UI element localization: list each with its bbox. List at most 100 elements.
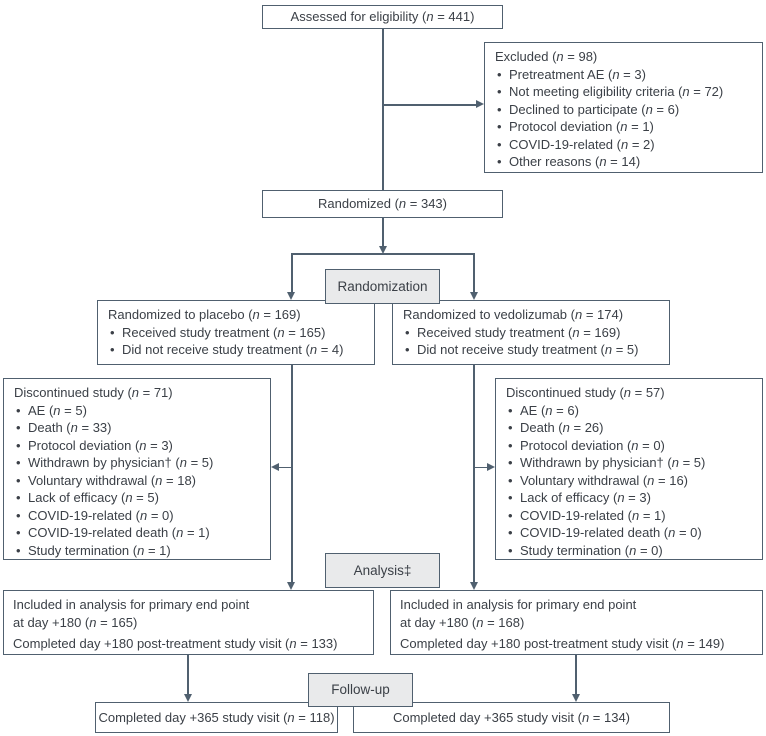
connector-placebo-to-analysis xyxy=(291,365,293,582)
bullet-item: •Withdrawn by physician† (n = 5) xyxy=(14,454,262,472)
bullet-icon: • xyxy=(16,402,21,418)
assessed-box: Assessed for eligibility (n = 441) xyxy=(262,5,503,29)
bullet-item: • COVID-19-related death (n = 1) xyxy=(14,524,262,542)
bullet-icon: • xyxy=(16,490,21,505)
bullet-item: • Protocol deviation (n = 3) xyxy=(14,437,262,455)
bullet-item: • Protocol deviation (n = 1) xyxy=(495,118,754,136)
bullet-icon: • xyxy=(405,324,410,340)
bullet-icon: • xyxy=(508,472,513,488)
arrowhead-excluded xyxy=(476,100,484,109)
bullet-icon: • xyxy=(508,542,513,558)
bullet-icon: • xyxy=(497,119,502,134)
vedolizumab-analysis-box: Included in analysis for primary end poi… xyxy=(390,590,763,655)
vedolizumab-discontinued-list: •AE (n = 6)•Death (n = 26)•Protocol devi… xyxy=(506,402,754,560)
bullet-text: Voluntary withdrawal (n = 16) xyxy=(520,472,689,488)
placebo-followup-text: Completed day +365 study visit (n = 118) xyxy=(98,709,335,725)
bullet-item: •Protocol deviation (n = 0) xyxy=(506,437,754,455)
bullet-item: • Death (n = 33) xyxy=(14,419,262,437)
vedolizumab-arm-list: •Received study treatment (n = 169)•Did … xyxy=(403,324,661,359)
bullet-icon: • xyxy=(16,437,21,453)
followup-stage-text: Follow-up xyxy=(331,682,390,698)
bullet-icon: • xyxy=(497,136,502,152)
arrowhead-vedolizumab-analysis xyxy=(469,582,478,590)
bullet-icon: • xyxy=(16,525,21,540)
bullet-item: •AE (n = 6) xyxy=(506,402,754,420)
vedolizumab-discontinued-title: Discontinued study (n = 57) xyxy=(506,385,665,400)
bullet-text: COVID-19-related death (n = 1) xyxy=(28,525,210,540)
placebo-arm-box: Randomized to placebo (n = 169) •Receive… xyxy=(97,300,375,365)
arrowhead-discontinued-placebo xyxy=(271,463,279,471)
bullet-item: • Declined to participate (n = 6) xyxy=(495,101,754,119)
randomization-stage-label: Randomization xyxy=(325,269,440,304)
bullet-text: Did not receive study treatment (n = 4) xyxy=(122,342,344,357)
bullet-item: • Not meeting eligibility criteria (n = 7… xyxy=(495,83,754,101)
bullet-icon: • xyxy=(110,342,115,357)
bullet-text: Withdrawn by physician† (n = 5) xyxy=(520,455,706,470)
bullet-text: Lack of efficacy (n = 5) xyxy=(28,490,159,505)
bullet-icon: • xyxy=(508,455,513,470)
connector-vedolizumab-to-analysis xyxy=(473,365,475,582)
bullet-icon: • xyxy=(508,507,513,523)
bullet-text: Received study treatment (n = 165) xyxy=(122,324,326,340)
placebo-followup-box: Completed day +365 study visit (n = 118) xyxy=(95,702,338,733)
connector-to-excluded xyxy=(383,104,476,106)
bullet-item: • COVID-19-related (n = 2) xyxy=(495,136,754,154)
bullet-text: Protocol deviation (n = 3) xyxy=(28,437,173,453)
bullet-text: Protocol deviation (n = 1) xyxy=(509,119,654,134)
arrowhead-vedolizumab-followup xyxy=(571,694,580,702)
arrowhead-placebo-arm xyxy=(287,292,296,300)
arrowhead-discontinued-vedolizumab xyxy=(487,463,495,471)
bullet-text: Study termination (n = 1) xyxy=(28,542,171,558)
vedolizumab-arm-title: Randomized to vedolizumab (n = 174) xyxy=(403,307,624,322)
arrowhead-placebo-followup xyxy=(183,694,192,702)
vedolizumab-discontinued-box: Discontinued study (n = 57) •AE (n = 6)•… xyxy=(495,378,763,560)
excluded-title: Excluded (n = 98) xyxy=(495,49,598,64)
bullet-text: Received study treatment (n = 169) xyxy=(417,324,621,340)
bullet-icon: • xyxy=(497,66,502,82)
bullet-text: Study termination (n = 0) xyxy=(520,542,663,558)
vedolizumab-analysis-line2: at day +180 (n = 168) xyxy=(400,614,525,630)
excluded-box: Excluded (n = 98) •Pretreatment AE (n = … xyxy=(484,42,763,173)
bullet-text: Declined to participate (n = 6) xyxy=(509,101,680,117)
bullet-item: • Withdrawn by physician† (n = 5) xyxy=(506,454,754,472)
assessed-text: Assessed for eligibility (n = 441) xyxy=(290,9,475,25)
connector-placebo-to-followup xyxy=(187,655,189,694)
vedolizumab-arm-box: Randomized to vedolizumab (n = 174) • Rec… xyxy=(392,300,670,365)
bullet-icon: • xyxy=(508,402,513,418)
bullet-item: • Received study treatment (n = 165) xyxy=(108,324,366,342)
bullet-item: • Study termination (n = 0) xyxy=(506,542,754,560)
bullet-text: COVID-19-related (n = 2) xyxy=(509,136,655,152)
bullet-item: • AE (n = 5) xyxy=(14,402,262,420)
bullet-text: Not meeting eligibility criteria (n = 72… xyxy=(509,84,724,99)
bullet-item: •COVID-19-related death (n = 0) xyxy=(506,524,754,542)
bullet-item: •Other reasons (n = 14) xyxy=(495,153,754,171)
bullet-text: COVID-19-related death (n = 0) xyxy=(520,525,702,540)
bullet-text: COVID-19-related (n = 1) xyxy=(520,507,666,523)
bullet-icon: • xyxy=(110,324,115,340)
arrowhead-vedolizumab-arm xyxy=(469,292,478,300)
bullet-item: •Pretreatment AE (n = 3) xyxy=(495,66,754,84)
vedolizumab-analysis-line3: Completed day +180 post-treatment study … xyxy=(400,636,725,651)
bullet-icon: • xyxy=(497,84,502,99)
bullet-icon: • xyxy=(508,490,513,505)
connector-randomized-to-split xyxy=(382,218,384,246)
bullet-item: • Voluntary withdrawal (n = 16) xyxy=(506,472,754,490)
bullet-icon: • xyxy=(16,507,21,523)
placebo-analysis-box: Included in analysis for primary end poi… xyxy=(3,590,374,655)
placebo-discontinued-box: Discontinued study (n = 71) •AE (n = 5)•… xyxy=(3,378,271,560)
vedolizumab-followup-text: Completed day +365 study visit (n = 134) xyxy=(392,709,631,725)
vedolizumab-analysis-line1: Included in analysis for primary end poi… xyxy=(400,597,637,612)
bullet-item: •Voluntary withdrawal (n = 18) xyxy=(14,472,262,490)
bullet-icon: • xyxy=(16,420,21,435)
connector-assessed-to-randomized xyxy=(382,29,384,190)
bullet-text: Death (n = 33) xyxy=(28,420,112,435)
followup-stage-label: Follow-up xyxy=(308,673,413,707)
bullet-icon: • xyxy=(497,101,502,117)
analysis-stage-text: Analysis‡ xyxy=(353,562,412,578)
bullet-icon: • xyxy=(508,437,513,453)
connector-vedolizumab-to-followup xyxy=(575,655,577,694)
placebo-discontinued-list: • AE (n = 5) • Death (n = 33) • Protocol devi… xyxy=(14,402,262,560)
bullet-text: Did not receive study treatment (n = 5) xyxy=(417,342,639,357)
bullet-text: AE (n = 5) xyxy=(28,402,87,418)
